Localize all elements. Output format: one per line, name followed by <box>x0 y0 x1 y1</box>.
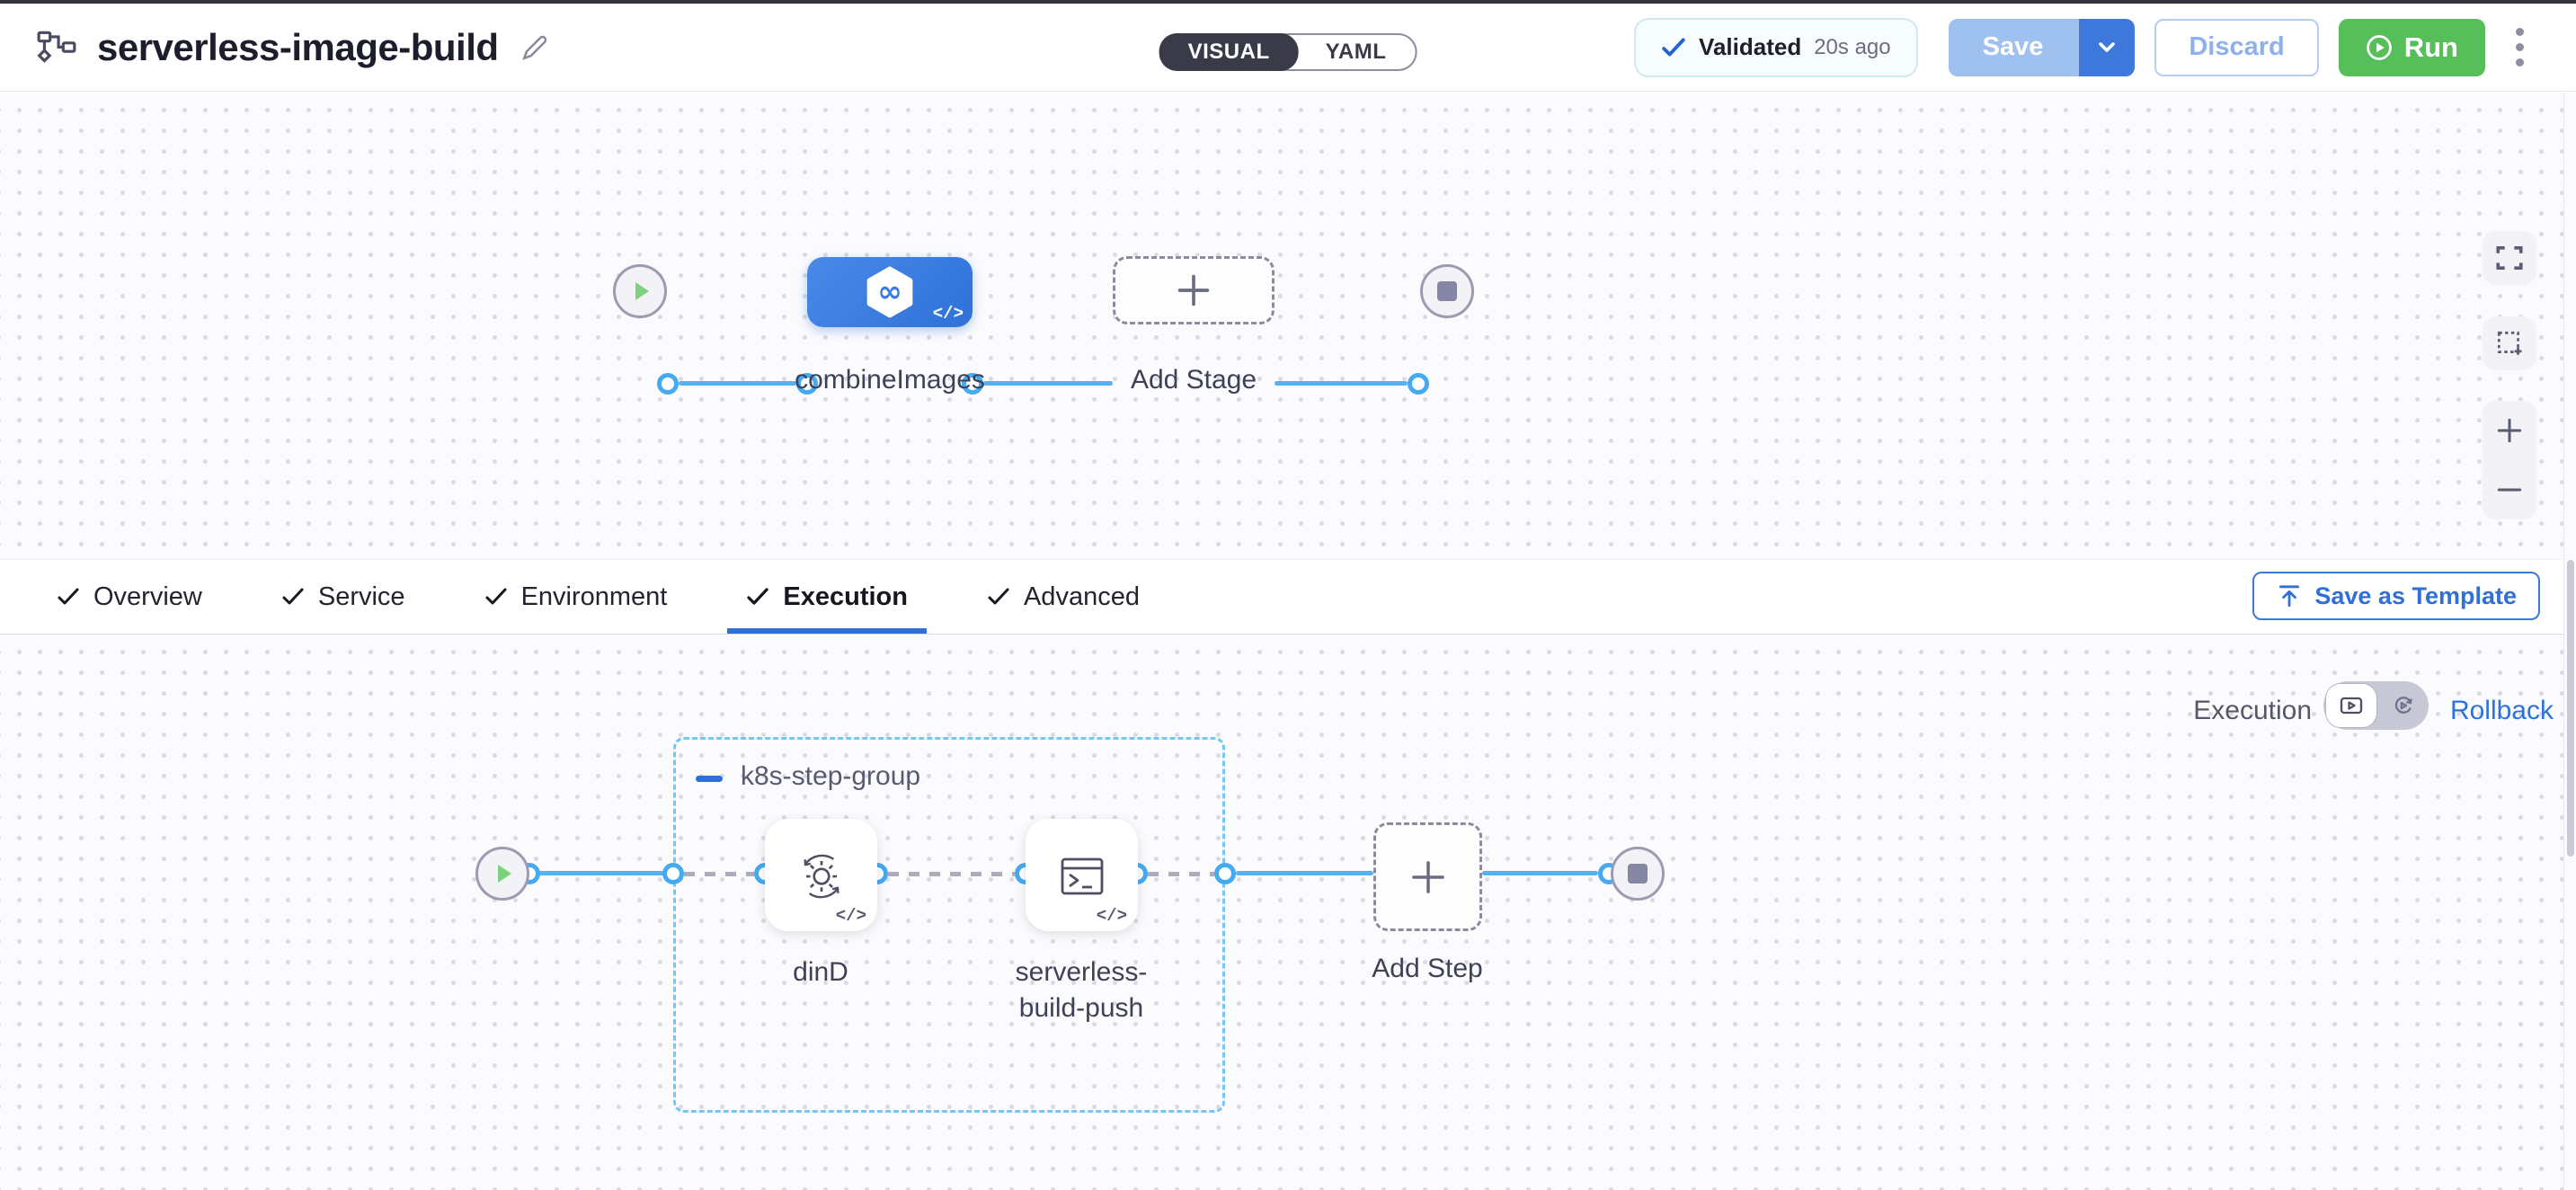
play-triangle-icon <box>494 863 514 884</box>
marquee-select-button[interactable] <box>2483 316 2536 370</box>
add-stage-button[interactable] <box>1113 256 1275 324</box>
step-node-serverless-build-push[interactable]: </> <box>1026 819 1138 931</box>
ci-hexagon-infinity-icon: ∞ <box>863 265 917 319</box>
gear-sync-icon <box>792 846 851 905</box>
connector-line <box>1236 871 1373 875</box>
save-as-template-button[interactable]: Save as Template <box>2252 572 2540 620</box>
connector-line-dashed <box>684 872 754 876</box>
plus-icon <box>1408 857 1448 897</box>
stop-square-icon <box>1628 864 1648 884</box>
discard-button[interactable]: Discard <box>2154 19 2318 76</box>
check-icon <box>1661 36 1686 59</box>
save-button[interactable]: Save <box>1949 19 2078 76</box>
yaml-mode-tab[interactable]: YAML <box>1297 35 1416 69</box>
connector-port[interactable] <box>657 373 679 395</box>
visual-yaml-toggle: VISUAL YAML <box>1159 33 1417 71</box>
stage-node-combineimages[interactable]: ∞ </> <box>807 257 973 327</box>
validated-time: 20s ago <box>1814 35 1890 60</box>
execution-end-node <box>1611 847 1665 901</box>
pipeline-studio-header: serverless-image-build VISUAL YAML Valid… <box>0 4 2576 92</box>
check-icon <box>746 586 769 608</box>
execution-view-button[interactable] <box>2325 683 2377 728</box>
run-button[interactable]: Run <box>2339 19 2485 76</box>
step-node-dind[interactable]: </> <box>765 819 877 931</box>
connector-line-dashed <box>888 872 1015 876</box>
execution-view-label: Execution <box>2193 696 2312 726</box>
code-badge: </> <box>933 304 964 324</box>
tab-overview[interactable]: Overview <box>38 560 221 634</box>
terminal-icon <box>1053 847 1111 904</box>
validated-label: Validated <box>1699 33 1801 61</box>
pipeline-start-node <box>613 264 667 318</box>
check-icon <box>987 586 1010 608</box>
check-icon <box>484 586 508 608</box>
connector-line <box>1482 871 1598 875</box>
connector-port[interactable] <box>662 863 684 884</box>
stop-square-icon <box>1437 281 1457 301</box>
svg-text:∞: ∞ <box>877 273 902 308</box>
zoom-out-button[interactable] <box>2483 460 2536 520</box>
plus-icon <box>1175 271 1212 309</box>
pipeline-end-node <box>1420 264 1474 318</box>
page-title: serverless-image-build <box>97 26 499 69</box>
execution-canvas[interactable]: Execution Rollback k8s-step-group <box>0 635 2576 1190</box>
add-step-button[interactable] <box>1373 822 1482 931</box>
play-box-icon <box>2338 692 2365 719</box>
code-badge: </> <box>836 906 866 926</box>
tab-execution[interactable]: Execution <box>727 560 927 634</box>
connector-line-dashed <box>1148 872 1214 876</box>
save-dropdown-button[interactable] <box>2077 19 2135 76</box>
pipeline-section-tabs: Overview Service Environment Execution A… <box>0 559 2576 635</box>
tab-environment[interactable]: Environment <box>466 560 687 634</box>
scrollbar-thumb[interactable] <box>2567 560 2574 857</box>
rollback-circle-icon <box>2390 692 2417 719</box>
check-icon <box>57 586 80 608</box>
step-name-label: serverless-build-push <box>1005 955 1158 1026</box>
run-label: Run <box>2404 31 2458 64</box>
add-stage-label: Add Stage <box>1086 362 1301 398</box>
add-step-label: Add Step <box>1337 951 1517 987</box>
upload-template-icon <box>2276 582 2303 609</box>
fullscreen-button[interactable] <box>2483 231 2536 285</box>
edit-pencil-icon[interactable] <box>520 33 549 62</box>
zoom-in-button[interactable] <box>2483 401 2536 460</box>
pipeline-graph-icon <box>36 30 77 66</box>
play-triangle-icon <box>632 280 652 302</box>
step-group-name: k8s-step-group <box>741 761 920 792</box>
rollback-link[interactable]: Rollback <box>2450 696 2554 726</box>
tab-advanced[interactable]: Advanced <box>968 560 1159 634</box>
stage-canvas[interactable]: ∞ </> combineImages Add Stage <box>0 93 2576 559</box>
code-badge: </> <box>1097 906 1127 926</box>
visual-mode-tab[interactable]: VISUAL <box>1159 33 1299 71</box>
vertical-scrollbar[interactable] <box>2563 93 2576 1190</box>
check-icon <box>281 586 305 608</box>
more-options-kebab-icon[interactable] <box>2509 21 2531 74</box>
execution-rollback-toggle <box>2323 681 2429 730</box>
step-name-label: dinD <box>731 955 910 990</box>
step-group-container[interactable]: k8s-step-group <box>673 737 1225 1113</box>
chevron-down-icon <box>2095 36 2119 59</box>
rollback-view-button[interactable] <box>2377 692 2429 719</box>
tab-service[interactable]: Service <box>262 560 424 634</box>
stage-name-label: combineImages <box>755 362 1025 398</box>
play-circle-icon <box>2366 34 2393 61</box>
active-tab-underline <box>727 628 927 634</box>
connector-port[interactable] <box>1408 373 1429 395</box>
save-split-button: Save <box>1949 19 2136 76</box>
connector-port[interactable] <box>1214 863 1236 884</box>
validation-status-badge[interactable]: Validated 20s ago <box>1634 18 1918 77</box>
collapse-group-minus-icon[interactable] <box>696 776 723 782</box>
connector-line <box>529 871 673 875</box>
execution-start-node <box>475 847 529 901</box>
zoom-controls <box>2483 401 2536 520</box>
